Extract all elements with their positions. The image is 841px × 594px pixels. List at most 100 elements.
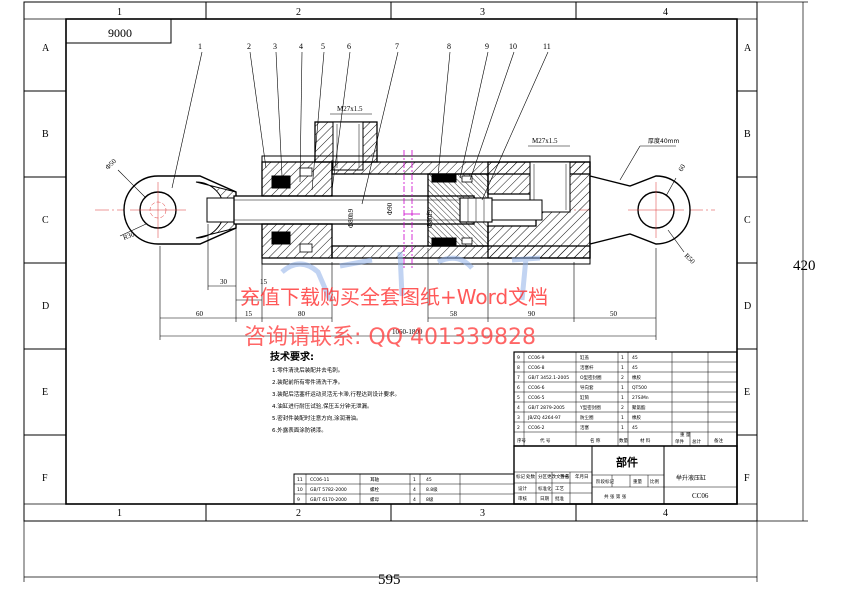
- zone-labels: 1 2 3 4 1 2 3 4 A B C D E F A B C D E F: [42, 7, 752, 519]
- title-role: 批准: [555, 495, 564, 502]
- title-stage: 阶段标记: [596, 478, 614, 485]
- title-role: 工艺: [555, 486, 564, 492]
- dim-60: 60: [196, 310, 204, 318]
- bom-lower-cell: 耳轴: [370, 476, 379, 483]
- bom-lower-cell: 11: [297, 477, 303, 483]
- bom-cell: 45: [632, 365, 638, 371]
- bom-cell: CC06-5: [528, 395, 545, 401]
- bom-cell: 1: [621, 365, 624, 371]
- bom-cell: 6: [517, 385, 520, 391]
- tech-req-item: 3.装配后活塞杆运动灵活无卡滞,行程达到设计要求。: [272, 390, 400, 398]
- dim-r50: R50: [683, 252, 697, 266]
- zone-row-right-a: A: [744, 43, 752, 54]
- title-stage: 重量: [633, 478, 642, 485]
- bom-header-cell: 单件: [675, 438, 684, 445]
- sheet-height-label: 420: [793, 258, 816, 274]
- balloon-10: 10: [509, 42, 517, 51]
- watermark-logo: [280, 251, 541, 301]
- zone-row-left-a: A: [42, 43, 50, 54]
- bom-cell: 45: [632, 425, 638, 431]
- bom-cell: 防尘圈: [580, 414, 594, 421]
- dim-d60: 60: [677, 163, 688, 173]
- bom-cell: 8: [517, 365, 520, 371]
- bom-header-cell: 重 量: [680, 431, 691, 438]
- dim-d50: Φ50: [104, 157, 119, 172]
- balloon-7: 7: [395, 42, 399, 51]
- bom-cell: CC06-9: [528, 355, 545, 361]
- bom-lower-cell: 1: [413, 477, 416, 483]
- bom-lower-cell: 9: [297, 497, 300, 503]
- bom-header-cell: 总计: [692, 438, 701, 445]
- bom-cell: 5: [517, 395, 520, 401]
- zone-col-bottom-1: 1: [117, 508, 122, 519]
- dim-port-left: M27x1.5: [337, 105, 363, 113]
- bom-cell: 活塞: [580, 424, 589, 431]
- bom-cell: CC06-8: [528, 365, 545, 371]
- title-row-label: 标记: [516, 473, 525, 480]
- zone-row-right-c: C: [744, 215, 751, 226]
- bom-cell: 橡胶: [632, 374, 641, 381]
- bom-cell: 缸筒: [580, 394, 589, 401]
- sheet-dimensions: [23, 1, 808, 582]
- tech-req-item: 1.零件清洗后装配并去毛刺。: [272, 366, 343, 374]
- zone-col-bottom-4: 4: [663, 508, 668, 519]
- dim-30: 30: [220, 278, 228, 286]
- balloon-6: 6: [347, 42, 351, 51]
- bom-lower-cell: GB/T 6170-2000: [310, 497, 347, 503]
- bom-cell: CC06-2: [528, 425, 545, 431]
- bom-lower-cell: 8.8级: [426, 486, 438, 493]
- bom-cell: Y型密封圈: [579, 404, 601, 411]
- bom-cell: 2: [517, 425, 520, 431]
- title-row-label: 处数: [526, 473, 535, 480]
- cylinder-assembly: [95, 121, 715, 270]
- dim-r30: R30: [122, 230, 136, 242]
- title-row-label: 分区: [538, 473, 547, 480]
- balloon-numbers: 1 2 3 4 5 6 7 8 9 10 11: [198, 42, 551, 51]
- title-drawing-code: CC06: [692, 492, 709, 500]
- zone-col-top-3: 3: [480, 7, 485, 18]
- bom-lower-cell: 螺栓: [370, 486, 379, 493]
- bom-lower-cell: 螺母: [370, 496, 379, 503]
- bom-cell: CC06-6: [528, 385, 545, 391]
- balloon-9: 9: [485, 42, 489, 51]
- bom-cell: 2: [621, 375, 624, 381]
- dim-80: 80: [298, 310, 306, 318]
- tech-req-item: 4.油缸进行耐压试验,保压五分钟无泄漏。: [272, 402, 373, 410]
- bom-cell: GB/T 3452.1-2005: [528, 375, 569, 381]
- bom-lower-cell: 4: [413, 487, 416, 493]
- sheet-width-label: 595: [378, 572, 401, 588]
- bom-cell: 4: [517, 405, 520, 411]
- zone-row-left-f: F: [42, 473, 48, 484]
- balloon-11: 11: [543, 42, 551, 51]
- zone-row-left-b: B: [42, 129, 49, 140]
- title-sheet: 共 张 第 张: [604, 493, 627, 500]
- balloon-1: 1: [198, 42, 202, 51]
- zone-row-right-e: E: [744, 387, 750, 398]
- balloon-leaders: [171, 51, 549, 205]
- dim-90: 90: [528, 310, 536, 318]
- bom-cell: 缸盖: [580, 354, 589, 361]
- bom-header-cell: 序号: [517, 437, 526, 444]
- dim-right-note: 厚度40mm: [648, 137, 679, 145]
- zone-col-bottom-3: 3: [480, 508, 485, 519]
- title-row-label: 更改文件号: [547, 473, 570, 480]
- bom-cell: 1: [621, 415, 624, 421]
- bom-lower-cell: 4: [413, 497, 416, 503]
- dimension-lines: [117, 113, 685, 340]
- bom-cell: 橡胶: [632, 414, 641, 421]
- bom-cell: 聚氨酯: [632, 404, 646, 411]
- bom-cell: 7: [517, 375, 520, 381]
- balloon-8: 8: [447, 42, 451, 51]
- bom-cell: 1: [621, 425, 624, 431]
- dim-58: 58: [450, 310, 458, 318]
- bom-lower-cell: 10: [297, 487, 303, 493]
- technical-requirements: 技术要求: 1.零件清洗后装配并去毛刺。 2.装配前所有零件清洗干净。 3.装配…: [270, 350, 400, 434]
- dim-bore: Φ90: [386, 202, 394, 215]
- bom-cell: 1: [621, 385, 624, 391]
- bom-lower-cell: GB/T 5782-2000: [310, 487, 347, 493]
- watermark-line-1: 充值下载购买全套图纸+Word文档: [240, 285, 548, 309]
- bom-cell: O型密封圈: [580, 374, 602, 381]
- bom-cell: 3: [517, 415, 520, 421]
- balloon-5: 5: [321, 42, 325, 51]
